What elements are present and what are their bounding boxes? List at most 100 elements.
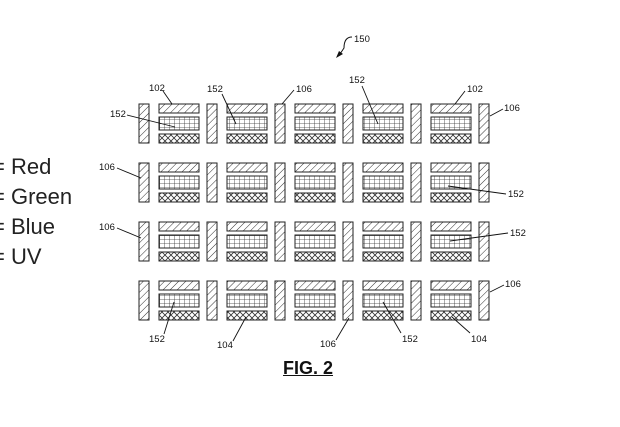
- blue-subpixel: [362, 133, 404, 144]
- red-subpixel: [362, 103, 404, 114]
- blue-subpixel: [430, 310, 472, 321]
- separator-wall: [342, 221, 354, 262]
- leader-106-left-a: [116, 167, 142, 179]
- separator-wall: [274, 280, 286, 321]
- red-subpixel: [226, 221, 268, 232]
- leader-152-right-b: [449, 232, 509, 242]
- label-152-left: 152: [110, 109, 126, 120]
- separator-wall: [342, 280, 354, 321]
- blue-subpixel: [294, 133, 336, 144]
- label-106-left-a: 106: [99, 162, 115, 173]
- figure-reference-leader: [339, 36, 353, 55]
- label-106-b: 106: [504, 103, 520, 114]
- blue-subpixel: [226, 192, 268, 203]
- figure-reference-label: 150: [354, 34, 370, 45]
- red-subpixel: [430, 103, 472, 114]
- separator-wall: [478, 103, 490, 144]
- leader-152-bottom-a: [163, 301, 175, 335]
- blue-subpixel: [226, 310, 268, 321]
- red-subpixel: [226, 280, 268, 291]
- green-subpixel: [430, 293, 472, 308]
- green-subpixel: [226, 116, 268, 131]
- red-subpixel: [430, 280, 472, 291]
- label-106-a: 106: [296, 84, 312, 95]
- leader-152-a: [221, 93, 237, 125]
- leader-152-bottom-b: [382, 301, 402, 334]
- red-subpixel: [294, 103, 336, 114]
- green-subpixel: [226, 175, 268, 190]
- separator-wall: [138, 103, 150, 144]
- blue-subpixel: [362, 310, 404, 321]
- separator-wall: [410, 221, 422, 262]
- separator-wall: [138, 280, 150, 321]
- separator-wall: [274, 221, 286, 262]
- blue-subpixel: [362, 192, 404, 203]
- leader-102-b: [454, 90, 466, 105]
- leader-106-left-b: [116, 227, 142, 239]
- figure-reference-arrowhead: [336, 51, 343, 58]
- green-subpixel: [362, 116, 404, 131]
- red-subpixel: [294, 280, 336, 291]
- green-subpixel: [294, 175, 336, 190]
- label-152-b: 152: [349, 75, 365, 86]
- green-subpixel: [430, 234, 472, 249]
- green-subpixel: [226, 234, 268, 249]
- green-subpixel: [158, 116, 200, 131]
- red-subpixel: [294, 221, 336, 232]
- label-106-right: 106: [505, 279, 521, 290]
- red-subpixel: [362, 280, 404, 291]
- blue-subpixel: [158, 192, 200, 203]
- blue-subpixel: [158, 310, 200, 321]
- green-subpixel: [294, 116, 336, 131]
- separator-wall: [206, 162, 218, 203]
- red-subpixel: [226, 162, 268, 173]
- blue-subpixel: [294, 251, 336, 262]
- separator-wall: [478, 221, 490, 262]
- separator-wall: [138, 162, 150, 203]
- separator-wall: [410, 103, 422, 144]
- blue-subpixel: [226, 133, 268, 144]
- separator-wall: [342, 162, 354, 203]
- leader-152-right-a: [447, 185, 507, 195]
- legend-item-red: = Red: [0, 154, 52, 179]
- green-subpixel: [158, 293, 200, 308]
- separator-wall: [206, 221, 218, 262]
- blue-subpixel: [294, 192, 336, 203]
- leader-104-bottom-a: [232, 316, 247, 342]
- separator-wall: [478, 162, 490, 203]
- separator-wall: [478, 280, 490, 321]
- separator-wall: [410, 162, 422, 203]
- label-152-right-a: 152: [508, 189, 524, 200]
- label-152-bottom-a: 152: [149, 334, 165, 345]
- red-subpixel: [430, 162, 472, 173]
- leader-106-right: [489, 284, 505, 293]
- separator-wall: [410, 280, 422, 321]
- label-106-left-b: 106: [99, 222, 115, 233]
- blue-subpixel: [158, 251, 200, 262]
- green-subpixel: [430, 175, 472, 190]
- figure-caption: FIG. 2: [283, 358, 334, 378]
- color-legend: = Red = Green = Blue = UV: [0, 152, 72, 272]
- legend-item-uv: = UV: [0, 244, 42, 269]
- label-104-bottom-a: 104: [217, 340, 233, 351]
- separator-wall: [206, 103, 218, 144]
- blue-subpixel: [362, 251, 404, 262]
- label-102-a: 102: [149, 83, 165, 94]
- red-subpixel: [158, 221, 200, 232]
- blue-subpixel: [430, 192, 472, 203]
- green-subpixel: [362, 175, 404, 190]
- red-subpixel: [226, 103, 268, 114]
- leader-106-b: [489, 108, 504, 117]
- label-106-bottom: 106: [320, 339, 336, 350]
- pixel-array: [138, 103, 490, 321]
- separator-wall: [342, 103, 354, 144]
- green-subpixel: [294, 293, 336, 308]
- green-subpixel: [430, 116, 472, 131]
- separator-wall: [138, 221, 150, 262]
- red-subpixel: [158, 103, 200, 114]
- leader-152-b: [361, 85, 379, 125]
- leader-102-a: [162, 90, 173, 105]
- leader-106-bottom: [335, 317, 350, 341]
- green-subpixel: [362, 234, 404, 249]
